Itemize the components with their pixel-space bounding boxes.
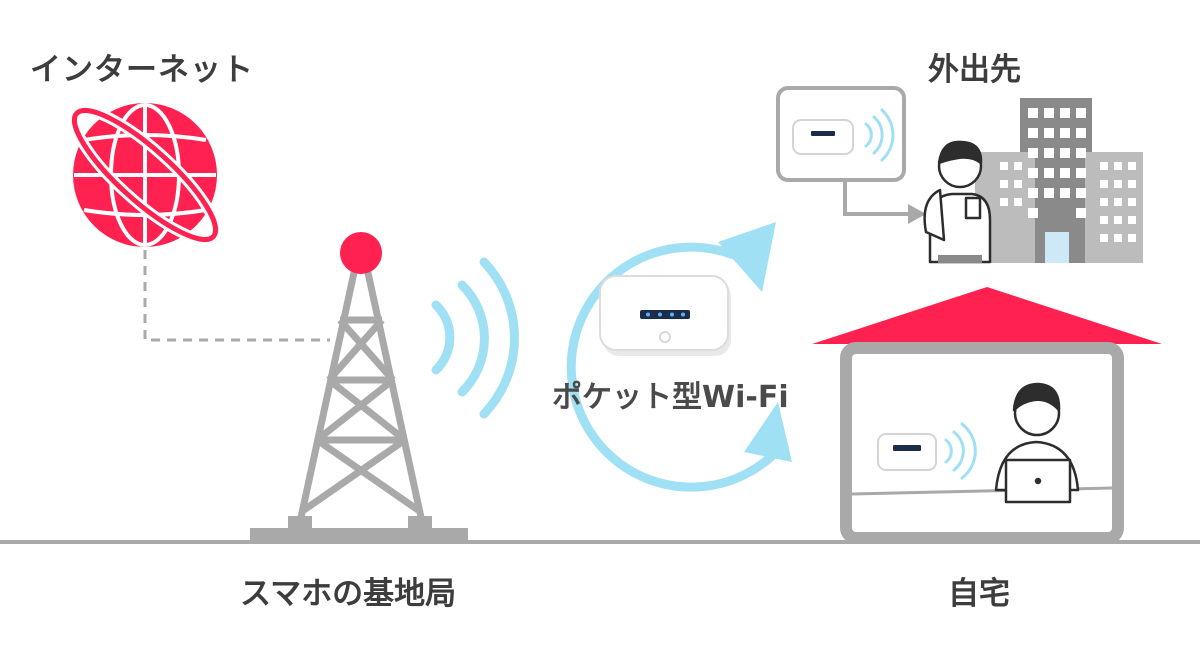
person-with-laptop-icon <box>994 382 1080 504</box>
cycle-arrow <box>566 222 792 492</box>
outside-router-inset <box>776 86 906 182</box>
house-icon <box>812 287 1162 544</box>
internet-connection-line <box>143 250 330 342</box>
signal-waves-icon <box>431 257 519 419</box>
office-building-icon <box>975 98 1143 263</box>
outside-label: 外出先 <box>928 52 1021 88</box>
inset-arrow-line <box>843 180 912 216</box>
home-router-icon <box>877 422 977 480</box>
pocket-wifi-router-icon <box>599 275 731 356</box>
person-with-phone-icon <box>923 140 992 264</box>
internet-label: インターネット <box>30 52 254 88</box>
pocket-wifi-label: ポケット型Wi-Fi <box>552 380 789 415</box>
home-label: 自宅 <box>948 576 1010 612</box>
base-station-label: スマホの基地局 <box>240 576 457 612</box>
inset-arrow-head <box>908 204 926 224</box>
cell-tower-icon <box>250 232 468 542</box>
globe-icon <box>68 103 222 247</box>
